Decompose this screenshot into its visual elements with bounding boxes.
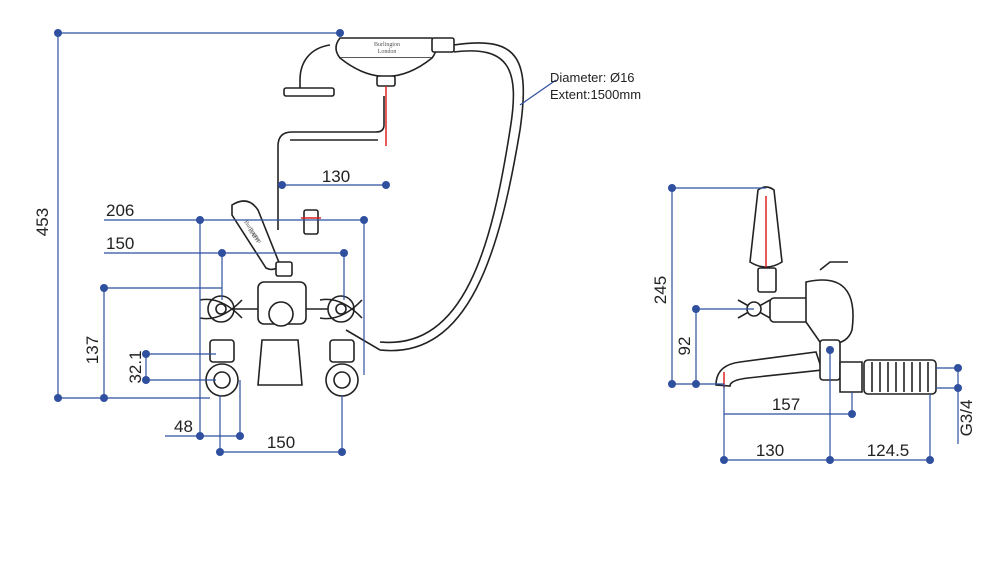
- lever-handle: Burlington BATH: [231, 200, 281, 271]
- dim-245-label: 245: [651, 276, 670, 304]
- dim-48-label: 48: [174, 417, 193, 436]
- hose-extent-note: Extent:1500mm: [550, 87, 641, 102]
- dim-453-label: 453: [33, 208, 52, 236]
- left-cross-handle: [199, 295, 243, 323]
- dim-137-label: 137: [83, 336, 102, 364]
- hose: [345, 42, 525, 352]
- dim-157-label: 157: [772, 395, 800, 414]
- right-cross-handle: [319, 295, 363, 323]
- handset-brand-line2: London: [378, 49, 397, 55]
- dim-32-1-label: 32.1: [126, 350, 145, 383]
- shower-handset: Burlington London: [283, 37, 455, 146]
- dim-g3-4-label: G3/4: [957, 400, 976, 437]
- thread-pattern: [871, 362, 929, 392]
- side-spout: [715, 351, 824, 387]
- dim-124-5-label: 124.5: [867, 441, 910, 460]
- side-view-outline: [715, 186, 937, 395]
- front-view-outline: Burlington London Burlington BATH: [199, 37, 525, 397]
- hose-diameter-note: Diameter: Ø16: [550, 70, 635, 85]
- dim-150-bottom-label: 150: [267, 433, 295, 452]
- dim-130-top-label: 130: [322, 167, 350, 186]
- dim-92-label: 92: [675, 337, 694, 356]
- front-dimension-lines: [54, 29, 557, 456]
- side-dimension-lines: [668, 184, 962, 464]
- handset-brand-line1: Burlington: [374, 42, 400, 48]
- dim-130-side-label: 130: [756, 441, 784, 460]
- dim-206-label: 206: [106, 201, 134, 220]
- dim-150-upper-label: 150: [106, 234, 134, 253]
